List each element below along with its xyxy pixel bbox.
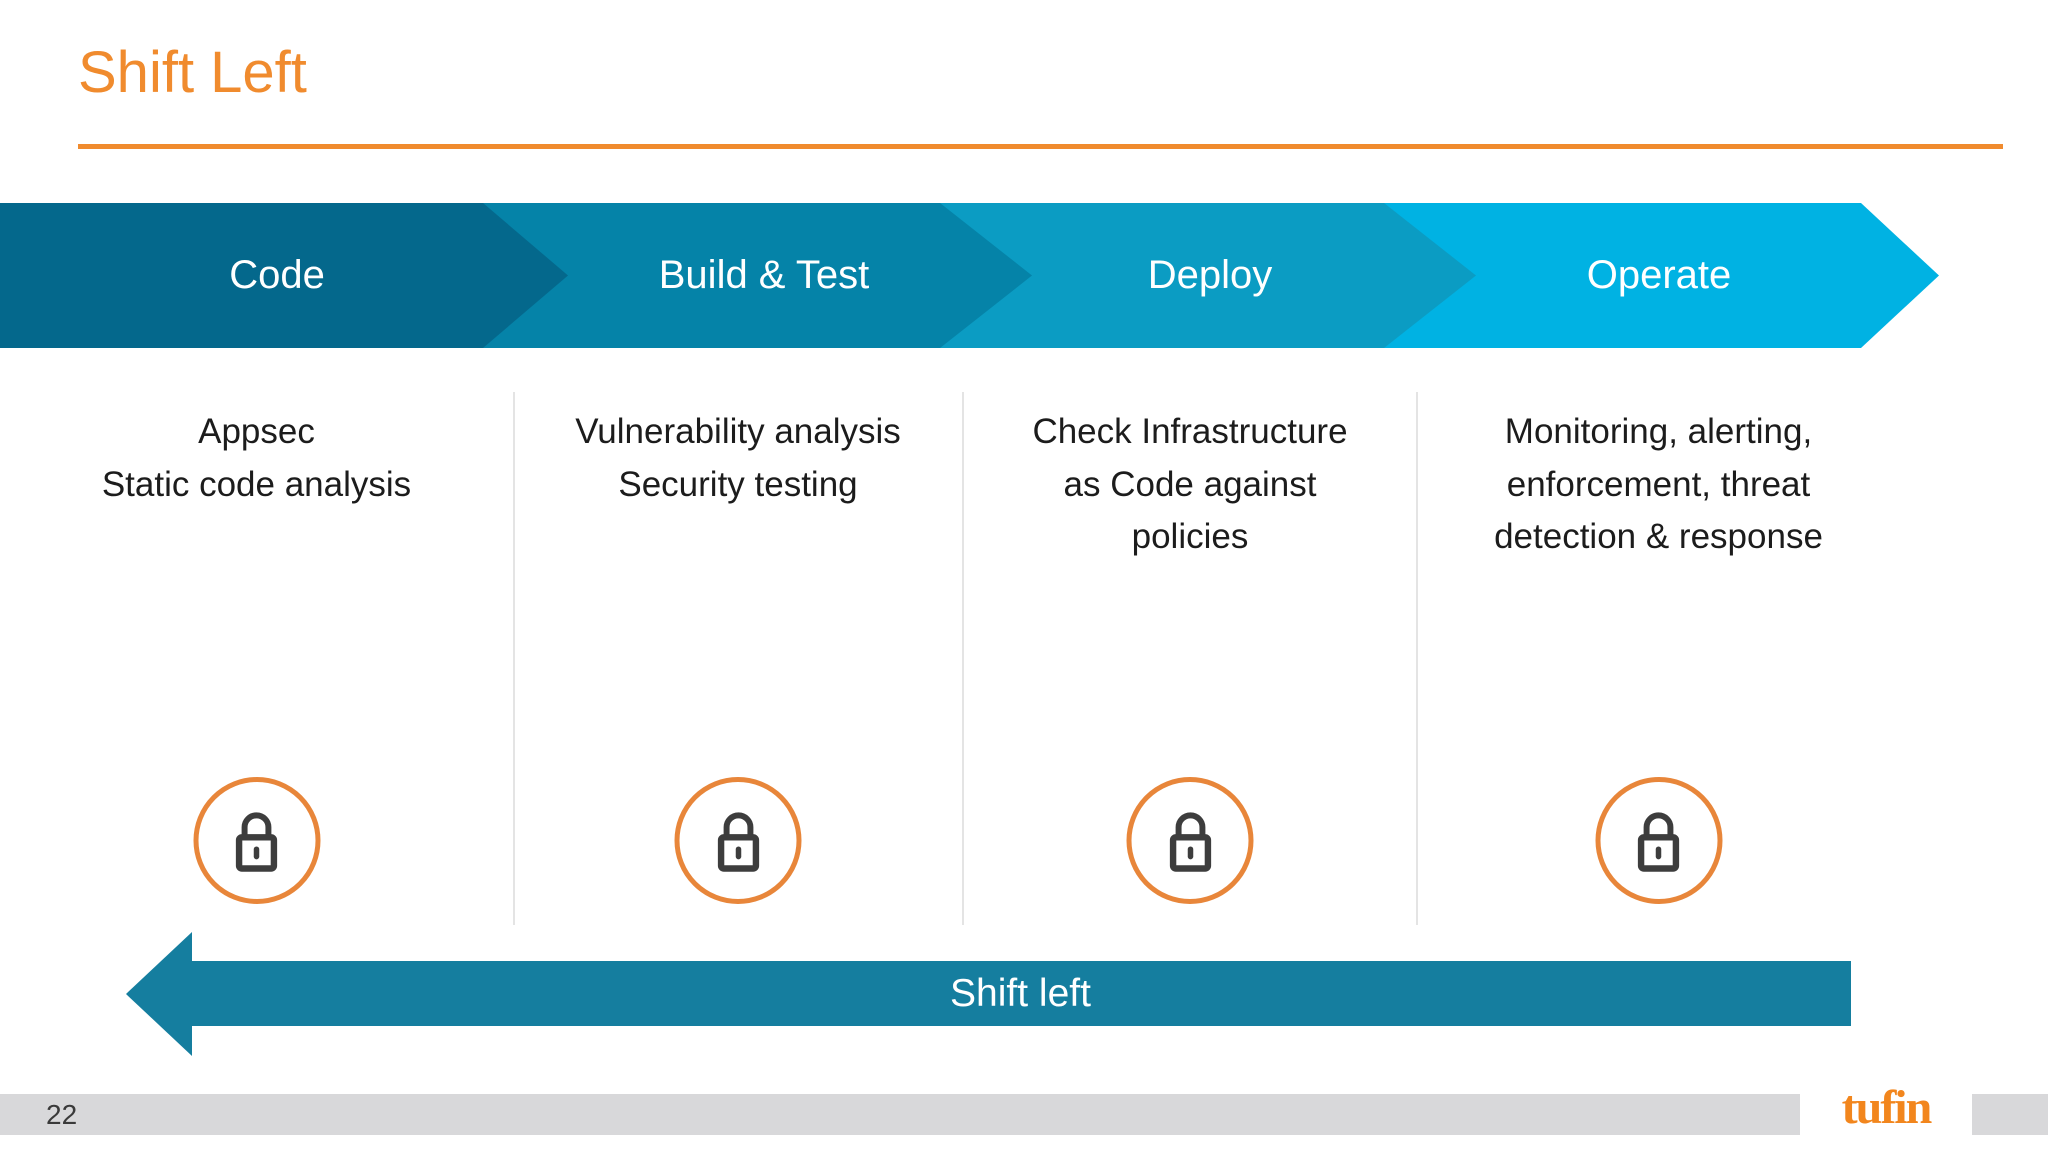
shift-left-arrowhead [126, 932, 192, 1056]
shift-left-arrow-label: Shift left [950, 971, 1091, 1015]
column-operate: Monitoring, alerting, enforcement, threa… [1417, 392, 1900, 928]
stage-label-operate: Operate [1586, 253, 1732, 297]
lock-icon [235, 811, 278, 872]
page-title: Shift Left [78, 40, 307, 105]
tufin-logo: tufin [1841, 1080, 1933, 1134]
lock-icon [1637, 811, 1680, 872]
logo-box: tufin [1800, 1062, 1972, 1152]
stage-label-build-test: Build & Test [658, 253, 870, 297]
column-description-deploy: Check Infrastructure as Code against pol… [1032, 412, 1348, 556]
column-description-code: Appsec Static code analysis [101, 412, 412, 504]
column-divider [962, 392, 964, 925]
stage-label-deploy: Deploy [1147, 253, 1273, 297]
lock-circle [193, 777, 320, 904]
column-description-operate: Monitoring, alerting, enforcement, threa… [1494, 412, 1823, 556]
lock-circle [674, 777, 802, 904]
lock-icon [1169, 811, 1211, 872]
column-code: Appsec Static code analysis [0, 392, 513, 928]
footer-bar [0, 1094, 2048, 1135]
title-underline [78, 144, 2003, 149]
lock-circle [1595, 777, 1722, 904]
shift-left-arrow: Shift left [190, 961, 1851, 1026]
lock-circle [1126, 777, 1254, 904]
pipeline-band: Code Build & Test Deploy Operate [0, 203, 1940, 348]
stage-label-code: Code [229, 253, 325, 297]
chevron-code [0, 203, 568, 348]
page-number: 22 [46, 1099, 78, 1130]
column-description-build-test: Vulnerability analysis Security testing [575, 412, 901, 504]
column-divider [513, 392, 515, 925]
column-deploy: Check Infrastructure as Code against pol… [963, 392, 1417, 928]
column-divider [1416, 392, 1418, 925]
lock-icon [717, 811, 759, 872]
column-build-test: Vulnerability analysis Security testing [513, 392, 963, 928]
